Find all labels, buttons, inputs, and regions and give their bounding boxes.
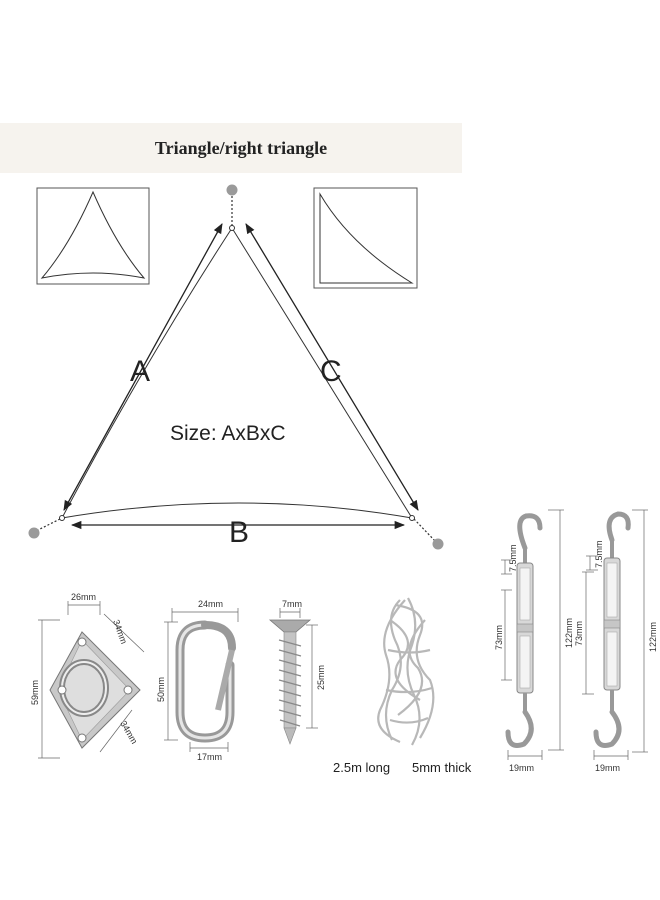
size-formula: Size: AxBxC <box>170 422 286 445</box>
screw-dim-right: 25mm <box>316 665 326 690</box>
rope-length-caption: 2.5m long <box>333 760 391 775</box>
turnbuckle-1-dim-middle: 73mm <box>494 625 504 650</box>
title-banner <box>0 123 462 173</box>
snap-hook-dim-left: 50mm <box>156 677 166 702</box>
dimension-arrow-a <box>63 223 223 511</box>
pad-eye-dim-side-upper: 34mm <box>111 618 129 645</box>
triangle-thumbnail <box>36 187 150 285</box>
snap-hook-dim-bottom: 17mm <box>197 752 222 762</box>
turnbuckle-2-dimensions <box>582 509 648 760</box>
snap-hook-dim-top: 24mm <box>198 599 223 609</box>
rope-thickness-caption: 5mm thick <box>412 760 472 775</box>
right-triangle-thumbnail <box>313 187 418 289</box>
anchor-point-right <box>432 538 444 550</box>
turnbuckle-2-dim-upper: 7.5mm <box>594 540 604 568</box>
rope-coil <box>377 597 435 746</box>
label-a: A <box>130 355 150 388</box>
turnbuckle-2-dim-middle: 73mm <box>574 621 584 646</box>
snap-hook <box>175 620 236 743</box>
screw-dimensions <box>279 608 318 729</box>
pad-eye-dim-side-lower: 34mm <box>118 719 139 746</box>
turnbuckle-1 <box>505 513 543 748</box>
screw <box>268 619 312 745</box>
turnbuckle-2-dim-total: 122mm <box>648 622 658 652</box>
anchor-point-top <box>226 184 238 196</box>
snap-hook-dimensions <box>164 608 239 752</box>
turnbuckle-2 <box>593 511 631 748</box>
pad-eye-dim-top: 26mm <box>71 592 96 602</box>
turnbuckle-1-dim-upper: 7.5mm <box>508 544 518 572</box>
label-b: B <box>229 516 249 549</box>
dimension-arrow-c <box>245 223 419 511</box>
pad-eye-dim-left: 59mm <box>30 680 40 705</box>
label-c: C <box>320 355 342 388</box>
turnbuckle-1-dim-total: 122mm <box>564 618 574 648</box>
turnbuckle-1-dim-bottom: 19mm <box>509 763 534 773</box>
screw-dim-top: 7mm <box>282 599 302 609</box>
anchor-point-left <box>28 527 40 539</box>
turnbuckle-2-dim-bottom: 19mm <box>595 763 620 773</box>
page-title: Triangle/right triangle <box>154 138 328 158</box>
turnbuckle-1-dimensions <box>501 509 564 760</box>
pad-eye-plate <box>49 631 141 749</box>
pad-eye-dimensions <box>38 601 145 759</box>
